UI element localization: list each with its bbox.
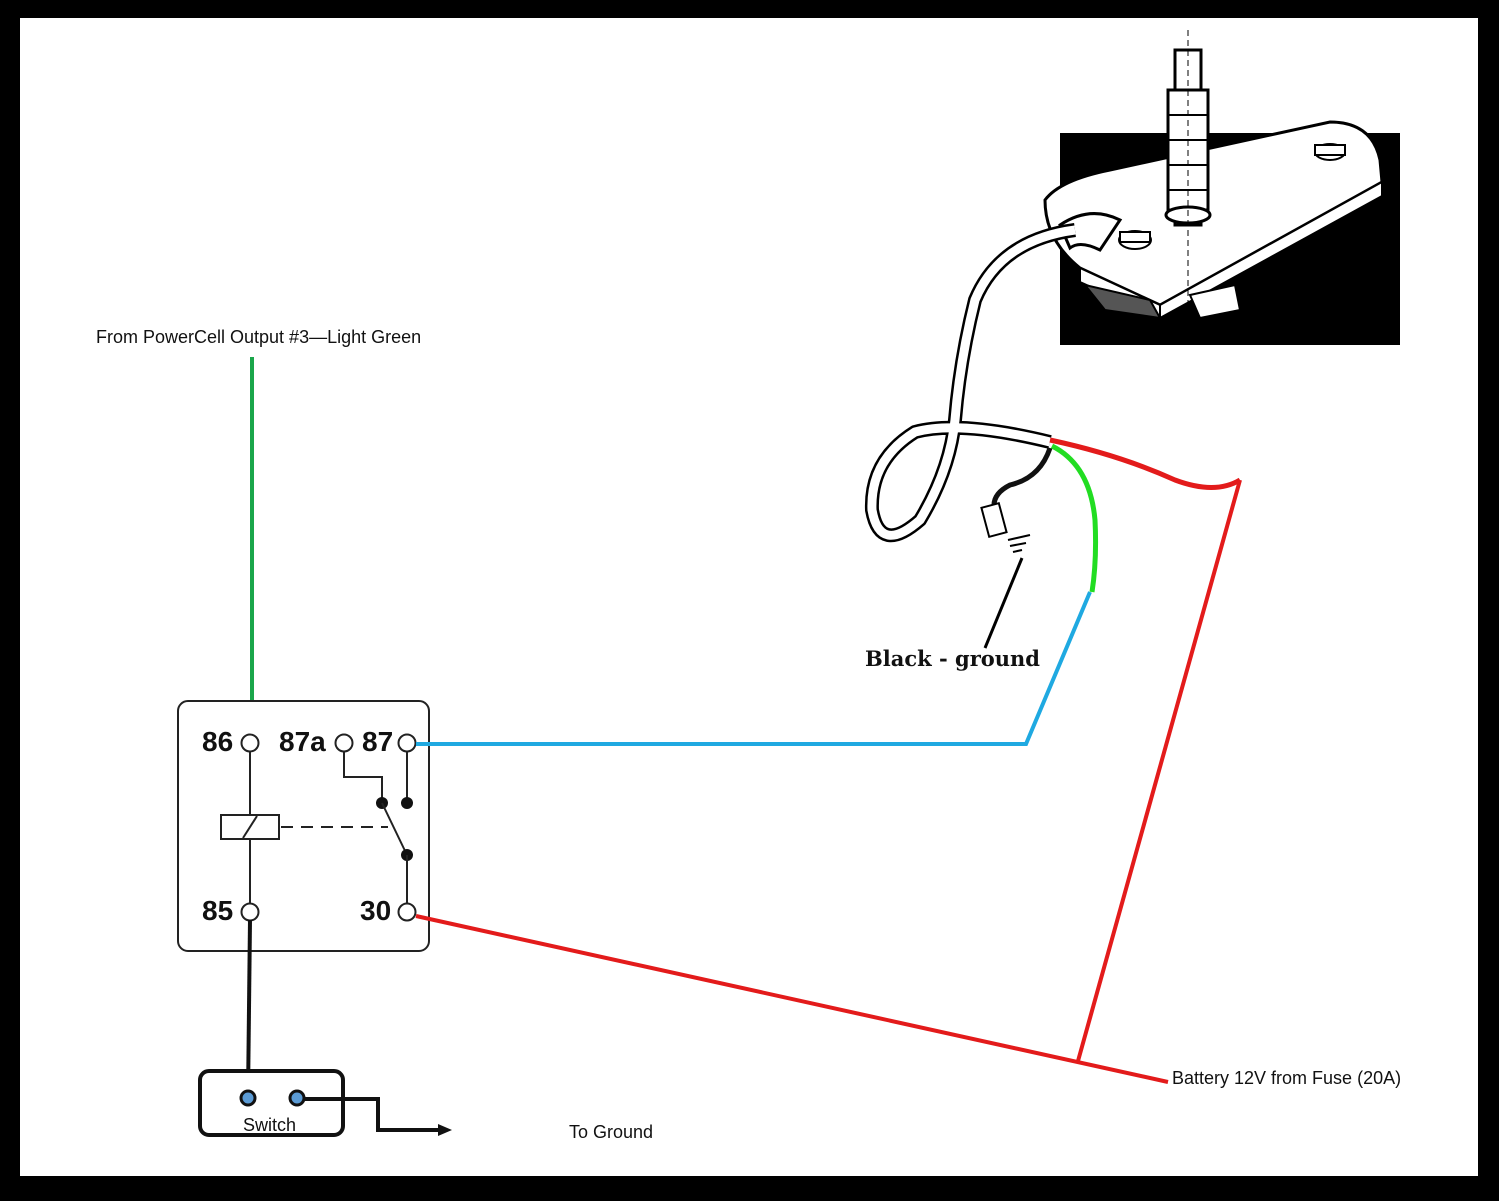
ground-lead	[304, 1097, 440, 1132]
red-wire-motor	[1076, 479, 1242, 1062]
black-wire	[246, 919, 252, 1098]
ground-symbol-icon	[1007, 534, 1031, 553]
relay-coil-icon	[220, 814, 280, 840]
switch-terminal-in	[239, 1089, 257, 1107]
pin-85-terminal	[240, 902, 260, 922]
pin-30-label: 30	[360, 895, 391, 926]
switch-body	[198, 1069, 345, 1137]
battery-label: Battery 12V from Fuse (20A)	[1172, 1068, 1401, 1088]
pin-87-terminal	[397, 733, 417, 753]
wiper-motor-icon	[1043, 30, 1400, 345]
switch: Switch	[198, 1069, 345, 1137]
to-ground-label: To Ground	[569, 1122, 653, 1142]
switch-terminal-out	[288, 1089, 306, 1107]
pin-30-terminal	[397, 902, 417, 922]
pin-86-terminal	[240, 733, 260, 753]
red-wire-relay	[415, 914, 1169, 1084]
ground-wire-label: Black - ground	[865, 646, 1040, 671]
source-label: From PowerCell Output #3—Light Green	[96, 327, 421, 347]
pin-87a-label: 87a	[279, 726, 326, 757]
pin-87-label: 87	[362, 726, 393, 757]
pin-85-label: 85	[202, 895, 233, 926]
blue-wire	[416, 591, 1092, 746]
arrow-right-icon	[438, 1124, 452, 1136]
pin-86-label: 86	[202, 726, 233, 757]
switch-label: Switch	[243, 1115, 296, 1135]
relay: 86 87a 87 85 30	[177, 700, 430, 952]
motor-cable	[864, 223, 1242, 649]
pin-87a-terminal	[334, 733, 354, 753]
